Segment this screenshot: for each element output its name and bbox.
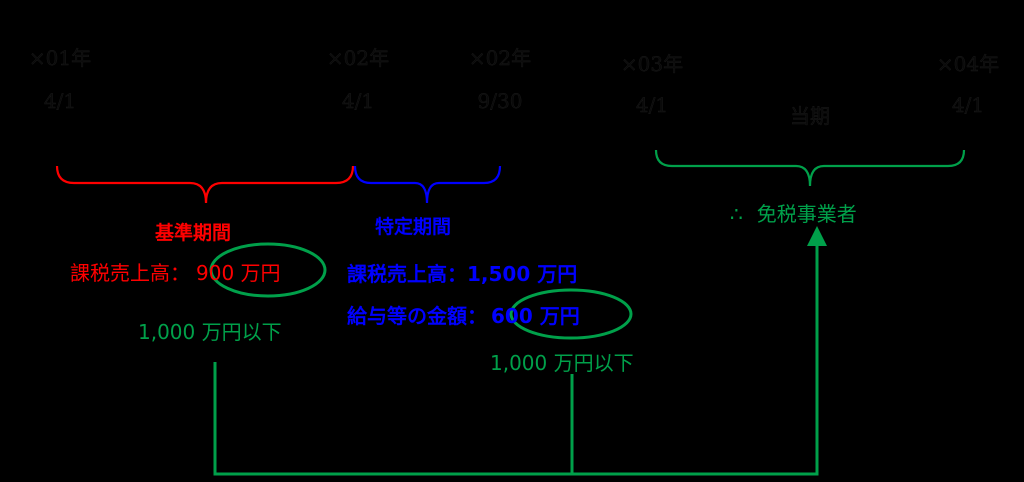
timeline-date: 9/30 (477, 89, 523, 113)
current-period-brace (654, 149, 966, 187)
specific-period-sales: 課税売上高：1,500 万円 (347, 258, 577, 287)
salary-value: 600 万円 (491, 304, 580, 328)
timeline-year: ×04年 (936, 52, 1000, 76)
base-period-threshold: 1,000 万円以下 (138, 320, 282, 344)
connector-line (213, 240, 819, 476)
base-period-title: 基準期間 (155, 222, 232, 244)
specific-period-salary: 給与等の金額：600 万円 (347, 300, 580, 329)
timeline-year: ×01年 (28, 46, 92, 70)
specific-sales-value: 1,500 万円 (467, 262, 578, 286)
base-period-brace (55, 165, 355, 204)
timeline-year: ×02年 (326, 46, 390, 70)
timeline-year: ×03年 (620, 52, 684, 76)
salary-label: 給与等の金額： (347, 304, 487, 328)
specific-period-title: 特定期間 (375, 216, 452, 238)
specific-period-brace (353, 165, 502, 204)
conclusion-text: 免税事業者 (756, 202, 857, 226)
timeline-date: 4/1 (341, 89, 375, 113)
base-period-sales: 課税売上高：900 万円 (70, 257, 281, 286)
timeline-date: 4/1 (635, 93, 669, 117)
base-sales-value: 900 万円 (196, 261, 281, 285)
timeline-point-2: ×02年 4/1 (316, 42, 400, 113)
conclusion: ∴ 免税事業者 (730, 198, 857, 227)
timeline-point-5: ×04年 4/1 (926, 48, 1010, 117)
therefore-icon: ∴ (730, 202, 743, 226)
timeline-date: 4/1 (43, 89, 77, 113)
salary-highlight-ellipse (509, 288, 633, 340)
timeline-point-1: ×01年 4/1 (18, 42, 102, 113)
base-sales-highlight-ellipse (209, 242, 327, 298)
current-period-label: 当期 (790, 104, 830, 128)
timeline-date: 4/1 (951, 93, 985, 117)
timeline-point-3: ×02年 9/30 (458, 42, 542, 113)
specific-period-threshold: 1,000 万円以下 (490, 351, 634, 375)
base-sales-label: 課税売上高： (70, 261, 190, 285)
timeline-point-4: ×03年 4/1 (610, 48, 694, 117)
timeline-year: ×02年 (468, 46, 532, 70)
specific-sales-label: 課税売上高： (347, 262, 467, 286)
arrow-head-icon (807, 226, 827, 246)
